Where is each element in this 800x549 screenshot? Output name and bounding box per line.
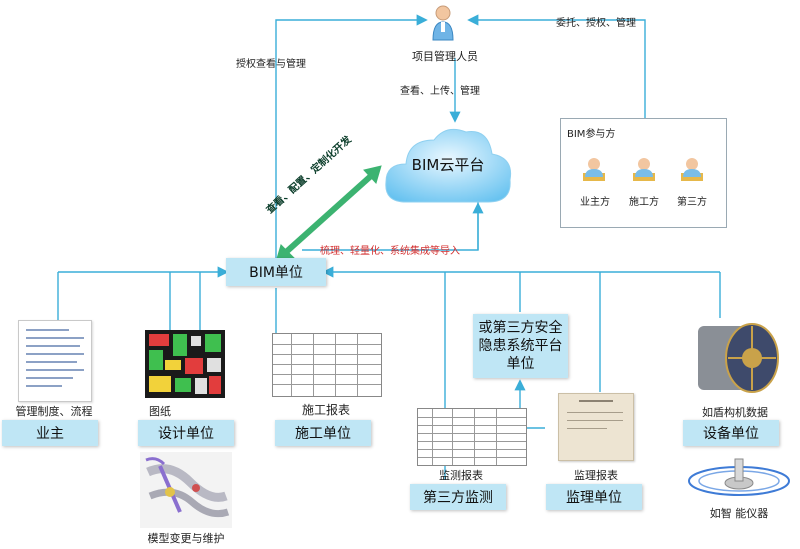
supervision-box: 监理单位 — [546, 484, 642, 510]
monitoring-caption: 监测报表 — [439, 469, 483, 482]
view-upload-manage-label: 查看、上传、管理 — [400, 86, 480, 97]
project-manager-icon — [430, 4, 456, 42]
construction-party-icon — [629, 155, 659, 185]
cloud-icon — [385, 128, 512, 203]
third-party-icon — [677, 155, 707, 185]
import-integration-label: 梳理、轻量化、系统集成等导入 — [320, 246, 460, 257]
equipment-box: 设备单位 — [683, 420, 779, 446]
cloud-label: BIM云平台 — [411, 156, 485, 174]
monitoring-report-table — [417, 408, 527, 466]
smart-instrument-image — [684, 455, 794, 501]
construction-caption: 施工报表 — [301, 403, 350, 417]
owner-box: 业主 — [2, 420, 98, 446]
third-party-monitoring-box: 第三方监测 — [410, 484, 506, 510]
tbm-image — [694, 318, 780, 398]
supervision-caption: 监理报表 — [574, 469, 618, 482]
owner-party-icon — [579, 155, 609, 185]
participant-third-party-label: 第三方 — [677, 197, 707, 208]
participant-owner-label: 业主方 — [580, 197, 610, 208]
bim-participants-panel: BIM参与方 业主方 施工方 第三方 — [560, 118, 727, 228]
supervision-report-image — [558, 393, 634, 461]
bim-model-image — [140, 452, 232, 528]
smart-instrument-caption: 如智 能仪器 — [709, 507, 769, 520]
participant-construction-label: 施工方 — [629, 197, 659, 208]
owner-caption: 管理制度、流程 — [15, 405, 93, 418]
authorize-view-manage-label: 授权查看与管理 — [236, 59, 306, 70]
construction-report-table — [272, 333, 382, 397]
participants-title: BIM参与方 — [567, 129, 616, 140]
bim-cloud-platform: BIM云平台 — [378, 118, 518, 214]
design-caption: 图纸 — [149, 405, 171, 418]
delegate-authorize-manage-label: 委托、授权、管理 — [556, 18, 636, 29]
model-change-caption: 模型变更与维护 — [147, 532, 225, 545]
construction-box: 施工单位 — [275, 420, 371, 446]
bim-unit-box: BIM单位 — [226, 258, 326, 286]
safety-platform-box: 或第三方安全隐患系统平台单位 — [473, 314, 568, 378]
management-rules-document — [18, 320, 92, 402]
project-manager-label: 项目管理人员 — [412, 50, 478, 63]
tbm-caption: 如盾构机数据 — [702, 406, 768, 419]
drawing-image — [145, 330, 225, 398]
design-box: 设计单位 — [138, 420, 234, 446]
